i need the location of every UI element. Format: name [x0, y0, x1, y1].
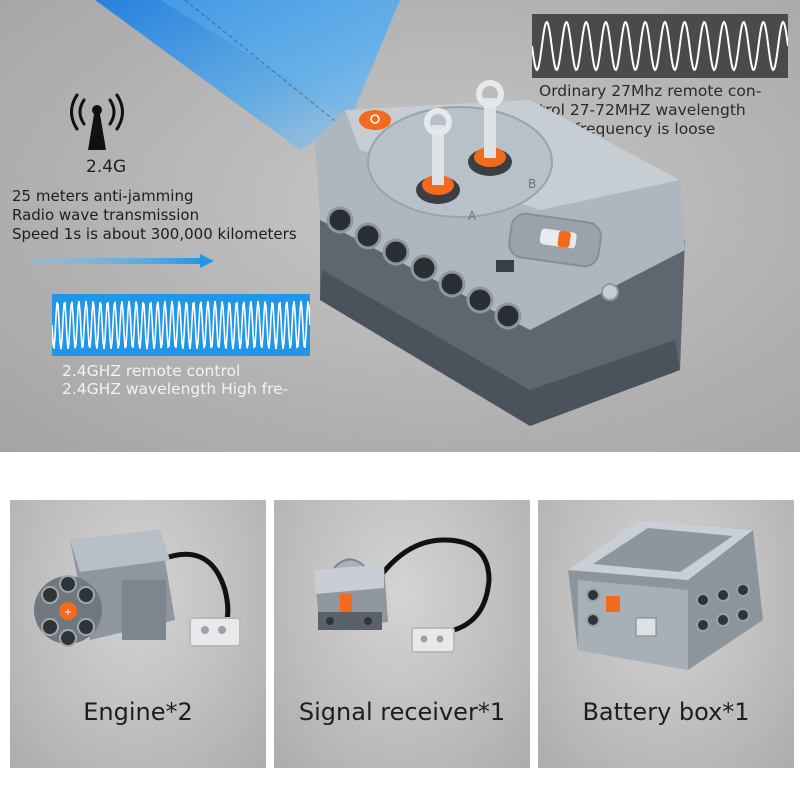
sine-wave-icon [51, 300, 311, 350]
panel-battery-box: Battery box*1 [538, 500, 794, 768]
remote-controller: A B [315, 80, 685, 426]
panel-caption: Signal receiver*1 [298, 698, 506, 726]
low-frequency-wave [531, 14, 789, 78]
panel-caption: Battery box*1 [582, 698, 750, 726]
feature-item: Radio wave transmission [12, 206, 200, 224]
note-line: 2.4GHZ wavelength High fre- [62, 380, 289, 398]
band-label: 2.4G [86, 157, 127, 177]
note-line: Ordinary 27Mhz remote con- [539, 82, 762, 100]
feature-item: 25 meters anti-jamming [12, 187, 194, 205]
panel-engine: + Engine*2 [10, 500, 266, 768]
engine-motor-image: + [34, 530, 241, 647]
battery-box-image [568, 520, 763, 670]
high-frequency-notes: 2.4GHZ remote control 2.4GHZ wavelength … [62, 362, 288, 398]
antenna-icon [70, 93, 124, 150]
high-frequency-wave [51, 294, 311, 356]
port-a-label: A [468, 209, 477, 223]
note-line: 2.4GHZ remote control [62, 362, 241, 380]
arrow-right-icon [30, 254, 214, 268]
svg-text:+: + [64, 607, 72, 618]
feature-list: 25 meters anti-jamming Radio wave transm… [12, 187, 297, 244]
panel-signal-receiver: Signal receiver*1 [274, 500, 530, 768]
port-b-label: B [528, 177, 536, 191]
note-line: trol 27-72MHZ wavelength [539, 101, 746, 119]
feature-item: Speed 1s is about 300,000 kilometers [12, 225, 297, 243]
signal-beam [95, 0, 400, 150]
hero-banner: Ordinary 27Mhz remote con- trol 27-72MHZ… [0, 0, 800, 452]
sine-wave-icon [531, 20, 789, 72]
low-frequency-notes: Ordinary 27Mhz remote con- trol 27-72MHZ… [539, 82, 761, 139]
panel-caption: Engine*2 [83, 698, 193, 726]
signal-receiver-image [314, 537, 492, 653]
